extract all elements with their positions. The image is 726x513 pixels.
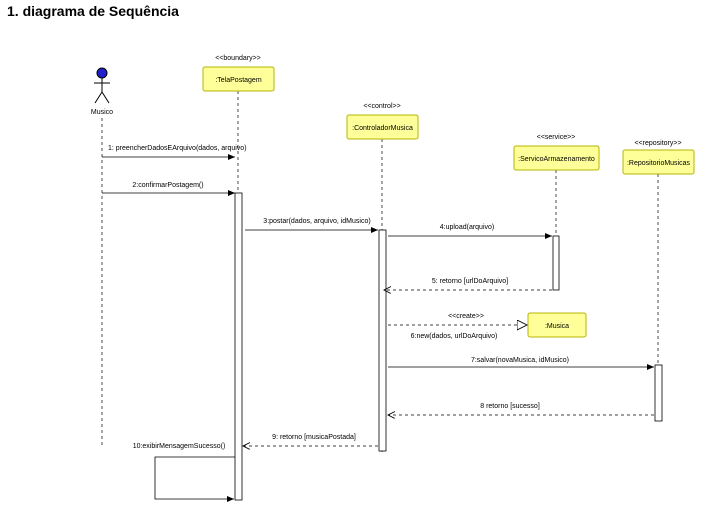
message-1[interactable]: 1: preencherDadosEArquivo(dados, arquivo…	[102, 145, 247, 160]
message-label: 8 retorno [sucesso]	[480, 403, 540, 410]
activation-tela	[234, 192, 243, 501]
message-5[interactable]: 5: retorno [urlDoArquivo]	[384, 278, 552, 290]
message-4[interactable]: 4:upload(arquivo)	[388, 224, 552, 239]
message-label: 9: retorno [musicaPostada]	[272, 434, 356, 441]
activation-serv	[552, 235, 560, 291]
message-label: 6:new(dados, urlDoArquivo)	[411, 333, 498, 340]
activation-ctrl	[378, 229, 387, 452]
message-label: 4:upload(arquivo)	[440, 224, 494, 231]
message-2[interactable]: 2:confirmarPostagem()	[102, 182, 235, 196]
participant-stereotype: <<repository>>	[634, 140, 681, 147]
participant-box	[513, 145, 600, 171]
participant-tela[interactable]: <<boundary>> :TelaPostagem	[202, 55, 275, 92]
participant-repo[interactable]: <<repository>> :RepositorioMusicas	[622, 140, 695, 175]
message-7[interactable]: 7:salvar(novaMusica, idMusico)	[388, 357, 654, 370]
message-label: 10:exibirMensagemSucesso()	[133, 443, 226, 450]
message-10[interactable]: 10:exibirMensagemSucesso()	[133, 443, 235, 502]
message-label: 5: retorno [urlDoArquivo]	[432, 278, 508, 285]
participant-box	[346, 114, 419, 140]
participant-name: :ServicoArmazenamento	[518, 156, 595, 163]
message-stereotype: <<create>>	[448, 313, 484, 320]
participant-stereotype: <<service>>	[537, 134, 576, 141]
message-9[interactable]: 9: retorno [musicaPostada]	[243, 434, 378, 446]
participant-serv[interactable]: <<service>> :ServicoArmazenamento	[513, 134, 600, 171]
message-label: 2:confirmarPostagem()	[132, 182, 203, 189]
participant-box	[202, 66, 275, 92]
participant-ctrl[interactable]: <<control>> :ControladorMusica	[346, 103, 419, 140]
participant-stereotype: <<control>>	[363, 103, 400, 110]
activations	[234, 192, 663, 501]
actor-musico: Musico	[91, 67, 113, 116]
participant-stereotype: <<boundary>>	[215, 55, 261, 62]
participant-name: :RepositorioMusicas	[627, 160, 691, 167]
stick-figure-icon	[94, 67, 110, 104]
diagram-title: 1. diagrama de Sequência	[7, 3, 179, 19]
participant-name: :TelaPostagem	[215, 77, 261, 84]
message-label: 1: preencherDadosEArquivo(dados, arquivo…	[108, 145, 247, 152]
message-6[interactable]: <<create>> 6:new(dados, urlDoArquivo)	[388, 313, 527, 340]
participant-name: :ControladorMusica	[352, 125, 413, 132]
participant-name: :Musica	[545, 323, 569, 330]
message-3[interactable]: 3:postar(dados, arquivo, idMusico)	[245, 218, 378, 233]
message-label: 7:salvar(novaMusica, idMusico)	[471, 357, 569, 364]
participant-musica[interactable]: :Musica	[527, 312, 587, 338]
message-8[interactable]: 8 retorno [sucesso]	[388, 403, 654, 415]
activation-repo	[654, 364, 663, 422]
message-label: 3:postar(dados, arquivo, idMusico)	[263, 218, 370, 225]
participant-box	[622, 149, 695, 175]
actor-name: Musico	[91, 109, 113, 116]
